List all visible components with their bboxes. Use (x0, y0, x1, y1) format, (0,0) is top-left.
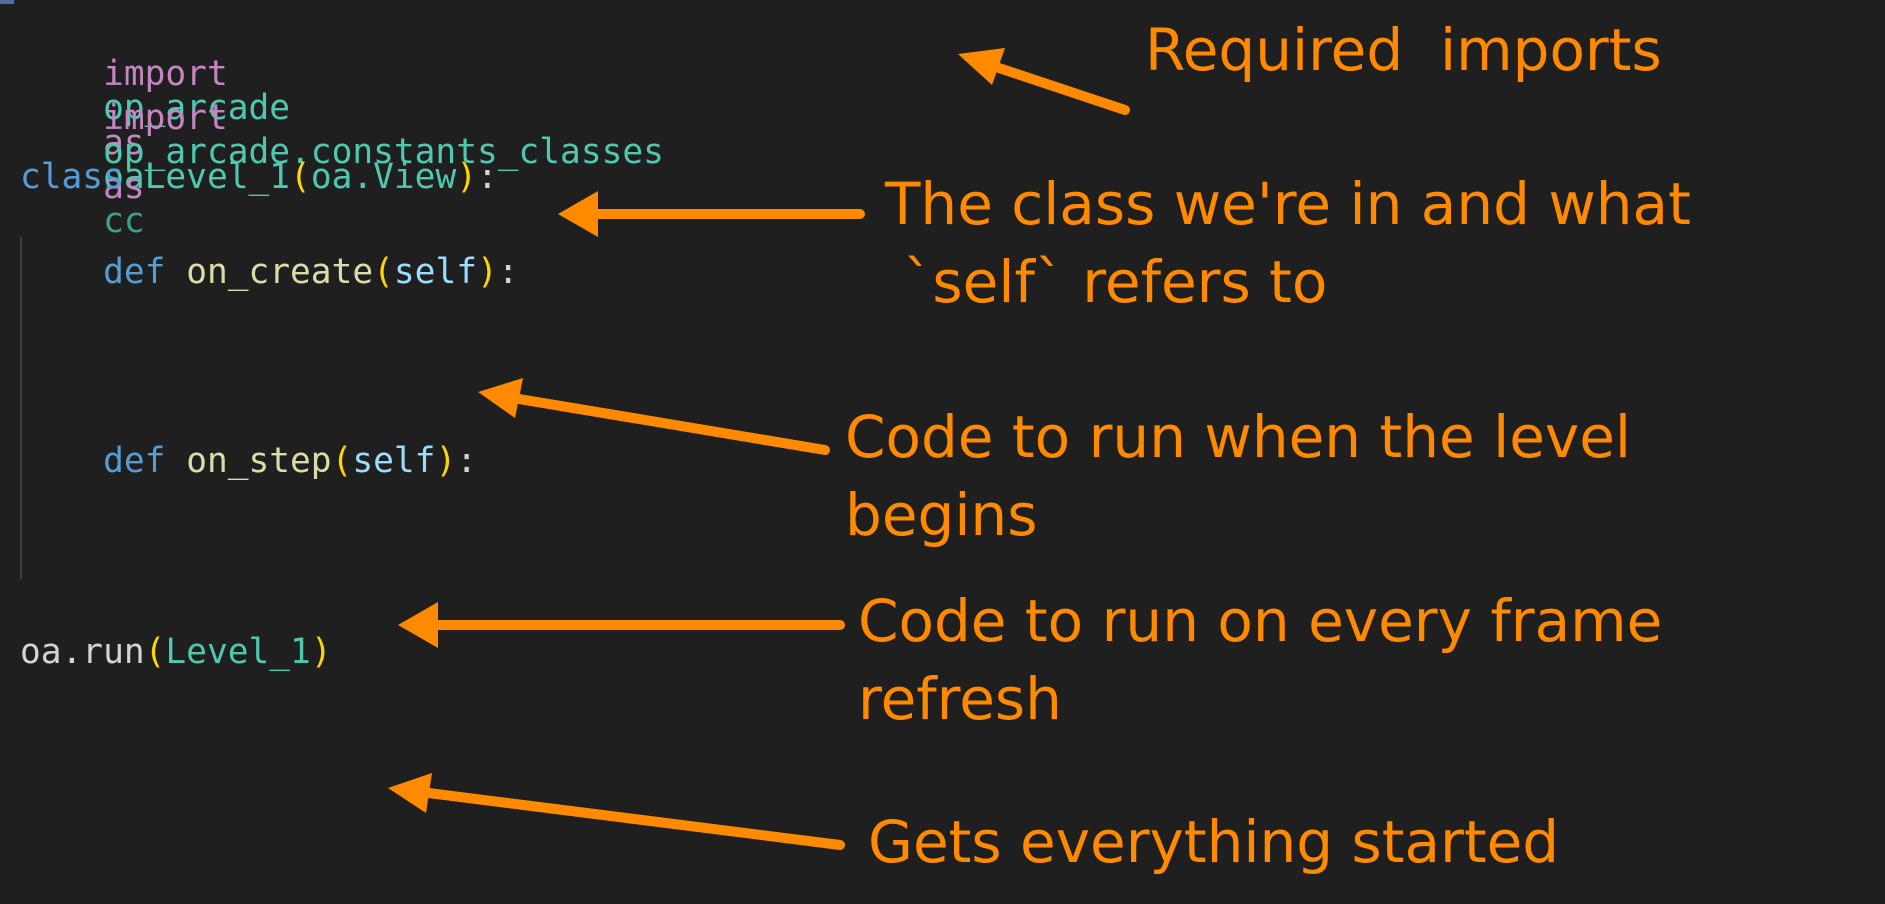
colon: : (497, 252, 519, 292)
base-class: oa.View (310, 157, 457, 197)
arrow-on-create (490, 390, 830, 455)
keyword-class: class (20, 157, 124, 197)
keyword-def: def (103, 252, 166, 292)
arrow-imports (970, 55, 1130, 115)
close-paren: ) (435, 441, 457, 481)
code-line-class-def: class Level_1(oa.View): (20, 160, 498, 195)
annotation-on-step-line-2: refresh (858, 665, 1062, 733)
keyword-as: as (103, 166, 145, 207)
code-line-run: oa.run(Level_1) (20, 635, 332, 670)
arrow-run (400, 785, 845, 850)
annotation-run: Gets everything started (868, 808, 1560, 876)
open-paren: ( (331, 441, 353, 481)
parameter: self (352, 441, 436, 481)
keyword-as: as (103, 122, 145, 163)
run-argument: Level_1 (165, 632, 311, 672)
close-paren: ) (456, 157, 478, 197)
annotation-on-step-line-1: Code to run on every frame (858, 587, 1663, 655)
class-name: Level_1 (144, 157, 291, 197)
function-name: on_create (186, 252, 374, 292)
open-paren: ( (290, 157, 311, 197)
module-name: op_arcade (103, 88, 291, 128)
annotation-on-create-line-1: Code to run when the level (845, 403, 1632, 471)
editor-edge-fragment (0, 0, 14, 4)
indent-guide (20, 237, 22, 579)
keyword-import: import (103, 97, 228, 138)
module-name: op_arcade.constants_classes (103, 132, 664, 172)
annotation-on-create-line-2: begins (845, 481, 1038, 549)
code-line-import-op-arcade: import op_arcade as oa (20, 22, 290, 229)
arrowhead-on-create (478, 378, 523, 418)
arrowhead-imports (958, 48, 1005, 85)
arrowhead-class (558, 191, 598, 237)
arrowhead-on-step (398, 602, 438, 648)
keyword-def: def (103, 441, 166, 481)
keyword-import: import (103, 53, 228, 94)
open-paren: ( (373, 252, 394, 292)
code-line-def-on-step: def on_step(self): (20, 444, 477, 479)
close-paren: ) (477, 252, 498, 292)
arrowhead-run (388, 773, 432, 813)
function-name: on_step (186, 441, 332, 481)
code-line-def-on-create: def on_create(self): (20, 252, 519, 292)
code-line-import-constants: import op_arcade.constants_classes as cc (20, 66, 664, 273)
annotation-class-line-1: The class we're in and what (885, 170, 1691, 238)
parameter: self (393, 252, 477, 292)
open-paren: ( (144, 632, 166, 672)
colon: : (456, 441, 478, 481)
colon: : (477, 157, 498, 197)
annotation-class-line-2: `self` refers to (885, 248, 1328, 316)
module-alias: oa (103, 157, 145, 197)
run-call: oa.run (20, 632, 145, 672)
close-paren: ) (310, 632, 332, 672)
module-alias: cc (103, 201, 145, 241)
annotation-imports: Required imports (1145, 16, 1662, 84)
